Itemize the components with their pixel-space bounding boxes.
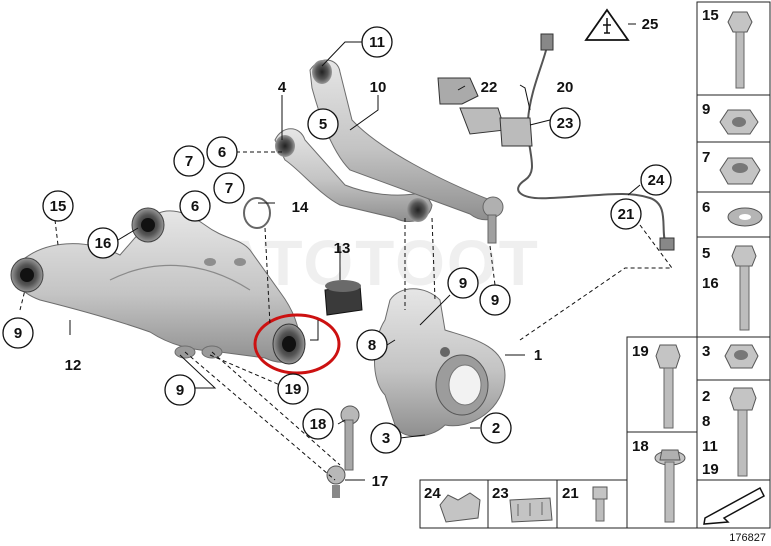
highlight-ring [253, 313, 341, 375]
callout-22: 22 [481, 79, 498, 96]
document-number: 176827 [729, 532, 766, 544]
callout-7a: 7 [185, 153, 193, 170]
box-label-21: 21 [562, 485, 579, 502]
panel-label-19: 19 [632, 343, 649, 360]
callout-8: 8 [368, 337, 376, 354]
nut-3-icon [724, 344, 759, 369]
callout-7b: 7 [225, 180, 233, 197]
highlighted-bushing [253, 313, 341, 375]
panel-label-3: 3 [702, 343, 710, 360]
lower-control-arm [10, 207, 301, 363]
callout-9c: 9 [491, 292, 499, 309]
bolt-21-icon [592, 486, 608, 522]
arrow-icon [703, 486, 765, 525]
panel-label-15: 15 [702, 7, 719, 24]
panel-label-7: 7 [702, 149, 710, 166]
panel-label-19b: 19 [702, 461, 719, 478]
circlip-ring [243, 197, 271, 229]
control-arm-upper-long [309, 59, 504, 244]
callout-12: 12 [65, 357, 82, 374]
callout-25: 25 [642, 16, 659, 33]
leader-lines [19, 23, 673, 481]
washer-icon [727, 207, 763, 227]
clip-23-icon [509, 497, 553, 523]
callout-6a: 6 [218, 144, 226, 161]
callout-13: 13 [334, 240, 351, 257]
flange-nut-icon [719, 109, 759, 135]
callout-5: 5 [319, 116, 327, 133]
callout-9d: 9 [176, 382, 184, 399]
callout-9a: 9 [14, 325, 22, 342]
callout-14: 14 [292, 199, 309, 216]
panel-label-2: 2 [702, 388, 710, 405]
box-label-23: 23 [492, 485, 509, 502]
callout-9b: 9 [459, 275, 467, 292]
callout-23: 23 [557, 115, 574, 132]
rubber-mount [324, 280, 363, 316]
parts-panels-right: 15 9 7 6 5 16 3 19 2 8 11 19 18 24 23 21 [419, 1, 771, 529]
callout-18: 18 [310, 416, 327, 433]
callout-3: 3 [382, 430, 390, 447]
clip-24-icon [439, 492, 481, 523]
holder-clips [437, 77, 533, 147]
electrical-warning-icon [584, 8, 630, 41]
callout-labels: 11 10 4 5 7 6 7 6 14 15 16 9 12 13 9 9 8… [2, 16, 672, 490]
panel-label-5: 5 [702, 245, 710, 262]
panel-label-11: 11 [702, 438, 718, 455]
panel-label-8: 8 [702, 413, 710, 430]
callout-10: 10 [370, 79, 387, 96]
coupling-rod [326, 405, 360, 498]
callout-24: 24 [648, 172, 665, 189]
wheel-carrier [374, 288, 506, 437]
callout-2: 2 [492, 420, 500, 437]
callout-16: 16 [95, 235, 112, 252]
panel-label-18: 18 [632, 438, 649, 455]
callout-19: 19 [285, 381, 302, 398]
callout-20: 20 [557, 79, 574, 96]
panel-label-16: 16 [702, 275, 719, 292]
bolt-19-icon [655, 344, 681, 429]
callout-11: 11 [369, 34, 385, 51]
nut-icon [719, 157, 761, 185]
bolt-2-icon [729, 387, 757, 477]
callout-1: 1 [534, 347, 542, 364]
bolt-15-icon [727, 11, 753, 89]
bolt-5-icon [731, 245, 757, 331]
callout-4: 4 [278, 79, 287, 96]
box-label-24: 24 [424, 485, 441, 502]
bolt-18-icon [654, 449, 686, 523]
callout-6b: 6 [191, 198, 199, 215]
callout-17: 17 [372, 473, 389, 490]
sensor-cable [517, 33, 675, 251]
callout-15: 15 [50, 198, 67, 215]
panel-label-9: 9 [702, 101, 710, 118]
callout-21: 21 [618, 206, 635, 223]
panel-label-6: 6 [702, 199, 710, 216]
